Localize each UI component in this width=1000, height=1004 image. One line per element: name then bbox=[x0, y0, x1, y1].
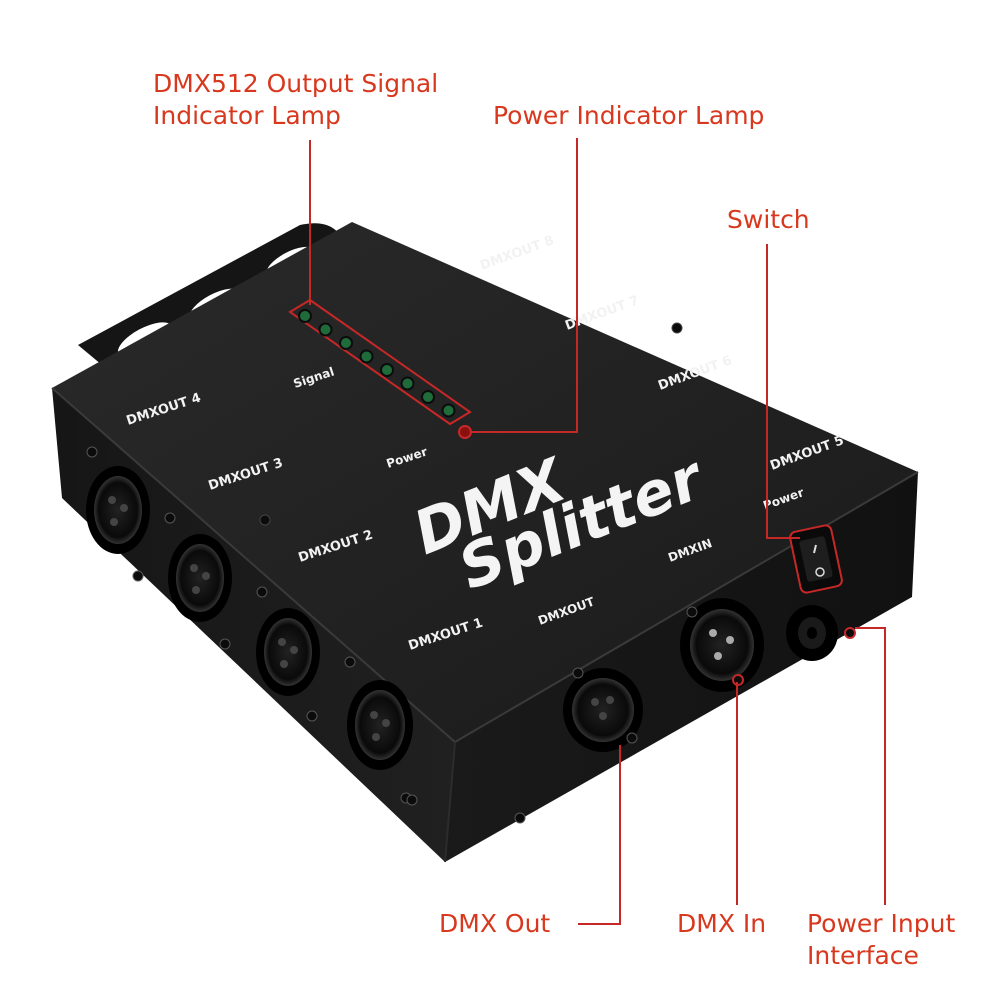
label-dmxout-7: DMXOUT 7 bbox=[563, 293, 641, 334]
xlr-port-out-2 bbox=[256, 586, 320, 722]
xlr-port-out-3 bbox=[164, 512, 232, 650]
signal-led-array bbox=[288, 298, 472, 426]
callout-switch: Switch bbox=[727, 205, 810, 234]
callout-dmx-in: DMX In bbox=[677, 909, 767, 938]
signal-led-1 bbox=[298, 309, 312, 323]
callout-power-input-line-1: Power Input bbox=[807, 909, 956, 938]
xlr-port-out-4 bbox=[86, 446, 150, 582]
screw-bottom bbox=[514, 812, 526, 824]
power-rocker-switch bbox=[789, 524, 843, 594]
callout-power-lamp: Power Indicator Lamp bbox=[493, 101, 765, 130]
label-dmxout-8: DMXOUT 8 bbox=[478, 233, 556, 274]
xlr-port-dmx-in bbox=[680, 598, 764, 692]
signal-led-5 bbox=[380, 363, 394, 377]
callout-signal-lamp-line-1: DMX512 Output Signal bbox=[153, 69, 439, 98]
signal-led-6 bbox=[400, 376, 415, 391]
screw-top bbox=[671, 322, 683, 334]
signal-led-8 bbox=[441, 403, 456, 418]
screw-top bbox=[259, 514, 271, 526]
signal-led-2 bbox=[318, 322, 333, 337]
signal-led-3 bbox=[339, 336, 353, 350]
callout-signal-lamp-line-2: Indicator Lamp bbox=[153, 101, 341, 130]
power-led bbox=[458, 425, 472, 439]
signal-led-7 bbox=[421, 390, 435, 404]
callout-power-input-line-2: Interface bbox=[807, 941, 919, 970]
callout-leader-lines bbox=[309, 138, 886, 925]
callout-dmx-out: DMX Out bbox=[439, 909, 551, 938]
screw-bottom bbox=[406, 794, 418, 806]
callout-power-input: Power Input Interface bbox=[807, 908, 955, 972]
xlr-port-out-1 bbox=[344, 656, 413, 804]
xlr-output-ports bbox=[86, 446, 413, 804]
power-input-jack bbox=[786, 605, 856, 661]
device-top-face bbox=[52, 222, 918, 742]
signal-led-4 bbox=[359, 349, 374, 364]
callout-signal-lamp: DMX512 Output Signal Indicator Lamp bbox=[153, 68, 438, 132]
xlr-port-dmx-out bbox=[563, 667, 643, 752]
